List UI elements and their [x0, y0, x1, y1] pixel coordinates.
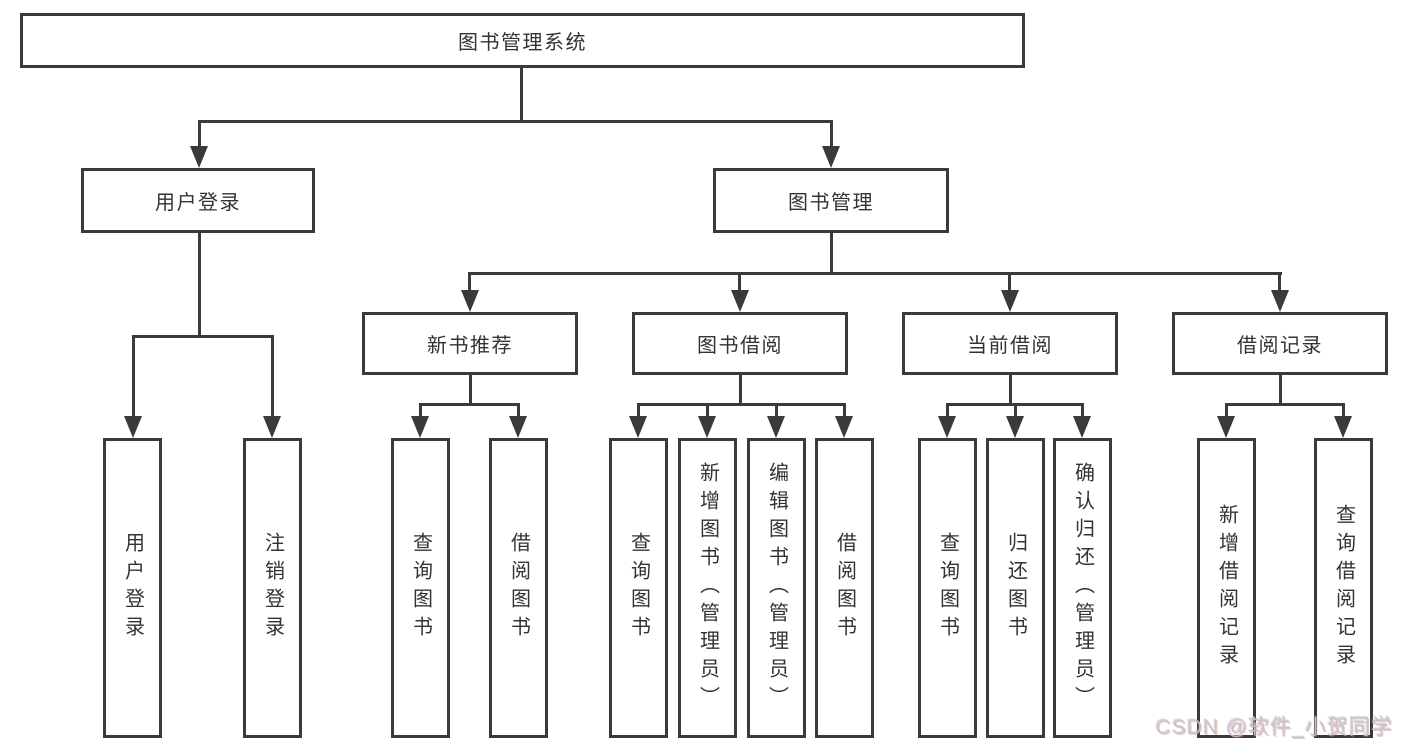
connector-drop: [843, 403, 846, 420]
connector-new-book-stem: [469, 375, 472, 406]
connector-drop: [1081, 403, 1084, 420]
node-new-book-recommend-label: 新书推荐: [427, 335, 513, 357]
connector-user-login-stem: [198, 233, 201, 338]
leaf-query-borrow-record-label: 查询借阅记录: [1332, 504, 1355, 672]
node-current-borrowing: 当前借阅: [902, 312, 1118, 375]
arrow-down-icon: [938, 416, 956, 438]
leaf-borrow-books-recommend-label: 借阅图书: [507, 532, 530, 644]
node-borrowing-records-label: 借阅记录: [1237, 335, 1323, 357]
leaf-user-login-label: 用户登录: [121, 532, 144, 644]
node-borrowing-records: 借阅记录: [1172, 312, 1388, 375]
connector-new-book-bar: [419, 403, 520, 406]
connector-borrowing-records-bar: [1225, 403, 1345, 406]
arrow-down-icon: [1334, 416, 1352, 438]
connector-drop: [706, 403, 709, 420]
node-user-login: 用户登录: [81, 168, 315, 233]
connector-book-management-stem: [830, 233, 833, 275]
leaf-borrow-books-borrowing: 借阅图书: [815, 438, 874, 738]
leaf-add-borrow-record-label: 新增借阅记录: [1215, 504, 1238, 672]
arrow-down-icon: [1271, 290, 1289, 312]
connector-book-borrowing-bar: [637, 403, 846, 406]
leaf-edit-book-admin-label: 编辑图书（管理员）: [765, 462, 788, 714]
arrow-down-icon: [1073, 416, 1091, 438]
arrow-down-icon: [1006, 416, 1024, 438]
leaf-confirm-return-admin: 确认归还（管理员）: [1053, 438, 1112, 738]
arrow-down-icon: [767, 416, 785, 438]
node-book-borrowing-label: 图书借阅: [697, 335, 783, 357]
node-user-login-label: 用户登录: [155, 192, 241, 214]
connector-book-borrowing-stem: [739, 375, 742, 406]
connector-current-borrowing-stem: [1009, 375, 1012, 406]
arrow-down-icon: [263, 416, 281, 438]
connector-drop-current-borrowing: [1008, 272, 1011, 294]
connector-root-bar: [198, 120, 833, 123]
arrow-down-icon: [411, 416, 429, 438]
node-book-borrowing: 图书借阅: [632, 312, 848, 375]
connector-drop: [517, 403, 520, 420]
leaf-query-books-current: 查询图书: [918, 438, 977, 738]
leaf-user-login: 用户登录: [103, 438, 162, 738]
arrow-down-icon: [461, 290, 479, 312]
node-current-borrowing-label: 当前借阅: [967, 335, 1053, 357]
watermark: CSDN @软件_小贺同学: [1155, 716, 1393, 739]
leaf-add-borrow-record: 新增借阅记录: [1197, 438, 1256, 738]
leaf-query-borrow-record: 查询借阅记录: [1314, 438, 1373, 738]
leaf-edit-book-admin: 编辑图书（管理员）: [747, 438, 806, 738]
arrow-down-icon: [698, 416, 716, 438]
leaf-query-books-recommend-label: 查询图书: [409, 532, 432, 644]
connector-root-stem: [520, 68, 523, 123]
leaf-query-books-borrowing: 查询图书: [609, 438, 668, 738]
connector-drop-leaf-user-login: [132, 335, 135, 419]
leaf-add-book-admin-label: 新增图书（管理员）: [696, 462, 719, 714]
arrow-down-icon: [509, 416, 527, 438]
connector-drop: [419, 403, 422, 420]
arrow-down-icon: [124, 416, 142, 438]
connector-drop-user-login: [198, 120, 201, 150]
connector-drop: [1342, 403, 1345, 420]
connector-drop-new-book: [468, 272, 471, 294]
arrow-down-icon: [629, 416, 647, 438]
connector-drop: [1014, 403, 1017, 420]
connector-drop-leaf-logout: [271, 335, 274, 419]
arrow-down-icon: [1217, 416, 1235, 438]
arrow-down-icon: [731, 290, 749, 312]
leaf-query-books-current-label: 查询图书: [936, 532, 959, 644]
connector-borrowing-records-stem: [1279, 375, 1282, 406]
node-root-label: 图书管理系统: [458, 32, 587, 54]
leaf-query-books-recommend: 查询图书: [391, 438, 450, 738]
arrow-down-icon: [190, 146, 208, 168]
arrow-down-icon: [835, 416, 853, 438]
connector-drop: [637, 403, 640, 420]
node-book-management-label: 图书管理: [788, 192, 874, 214]
connector-drop: [946, 403, 949, 420]
node-new-book-recommend: 新书推荐: [362, 312, 578, 375]
arrow-down-icon: [1001, 290, 1019, 312]
connector-drop: [775, 403, 778, 420]
leaf-add-book-admin: 新增图书（管理员）: [678, 438, 737, 738]
leaf-return-books: 归还图书: [986, 438, 1045, 738]
leaf-borrow-books-borrowing-label: 借阅图书: [833, 532, 856, 644]
node-root: 图书管理系统: [20, 13, 1025, 68]
leaf-logout: 注销登录: [243, 438, 302, 738]
connector-drop: [1225, 403, 1228, 420]
leaf-query-books-borrowing-label: 查询图书: [627, 532, 650, 644]
leaf-confirm-return-admin-label: 确认归还（管理员）: [1071, 462, 1094, 714]
leaf-borrow-books-recommend: 借阅图书: [489, 438, 548, 738]
connector-user-login-bar: [132, 335, 274, 338]
connector-drop-book-management: [830, 120, 833, 150]
leaf-return-books-label: 归还图书: [1004, 532, 1027, 644]
arrow-down-icon: [822, 146, 840, 168]
leaf-logout-label: 注销登录: [261, 532, 284, 644]
node-book-management: 图书管理: [713, 168, 949, 233]
connector-drop-book-borrowing: [738, 272, 741, 294]
connector-drop-borrowing-records: [1278, 272, 1281, 294]
connector-book-management-bar: [468, 272, 1282, 275]
